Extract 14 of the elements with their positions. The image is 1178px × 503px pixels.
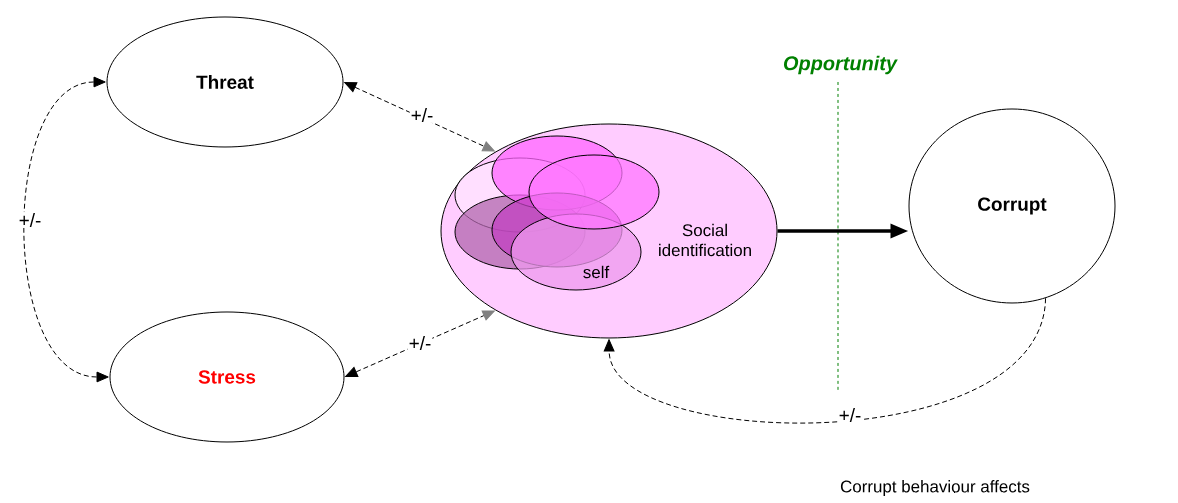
arrow [345, 310, 495, 377]
ellipse-node: Corrupt [908, 108, 1116, 304]
axis-label: Opportunity [783, 55, 898, 75]
ellipse-node: Stress [109, 311, 345, 443]
edge-label: +/- [407, 335, 433, 351]
edge-label: +/- [837, 407, 863, 423]
group-ellipse [528, 154, 660, 230]
arrow [344, 82, 495, 152]
arrow [23, 76, 109, 383]
arrow [603, 297, 1047, 423]
edge-label: +/- [409, 107, 435, 123]
edge-label: +/- [17, 212, 43, 228]
note-text: Corrupt behaviour affects [840, 480, 1030, 496]
ellipse-node: Threat [106, 16, 344, 148]
